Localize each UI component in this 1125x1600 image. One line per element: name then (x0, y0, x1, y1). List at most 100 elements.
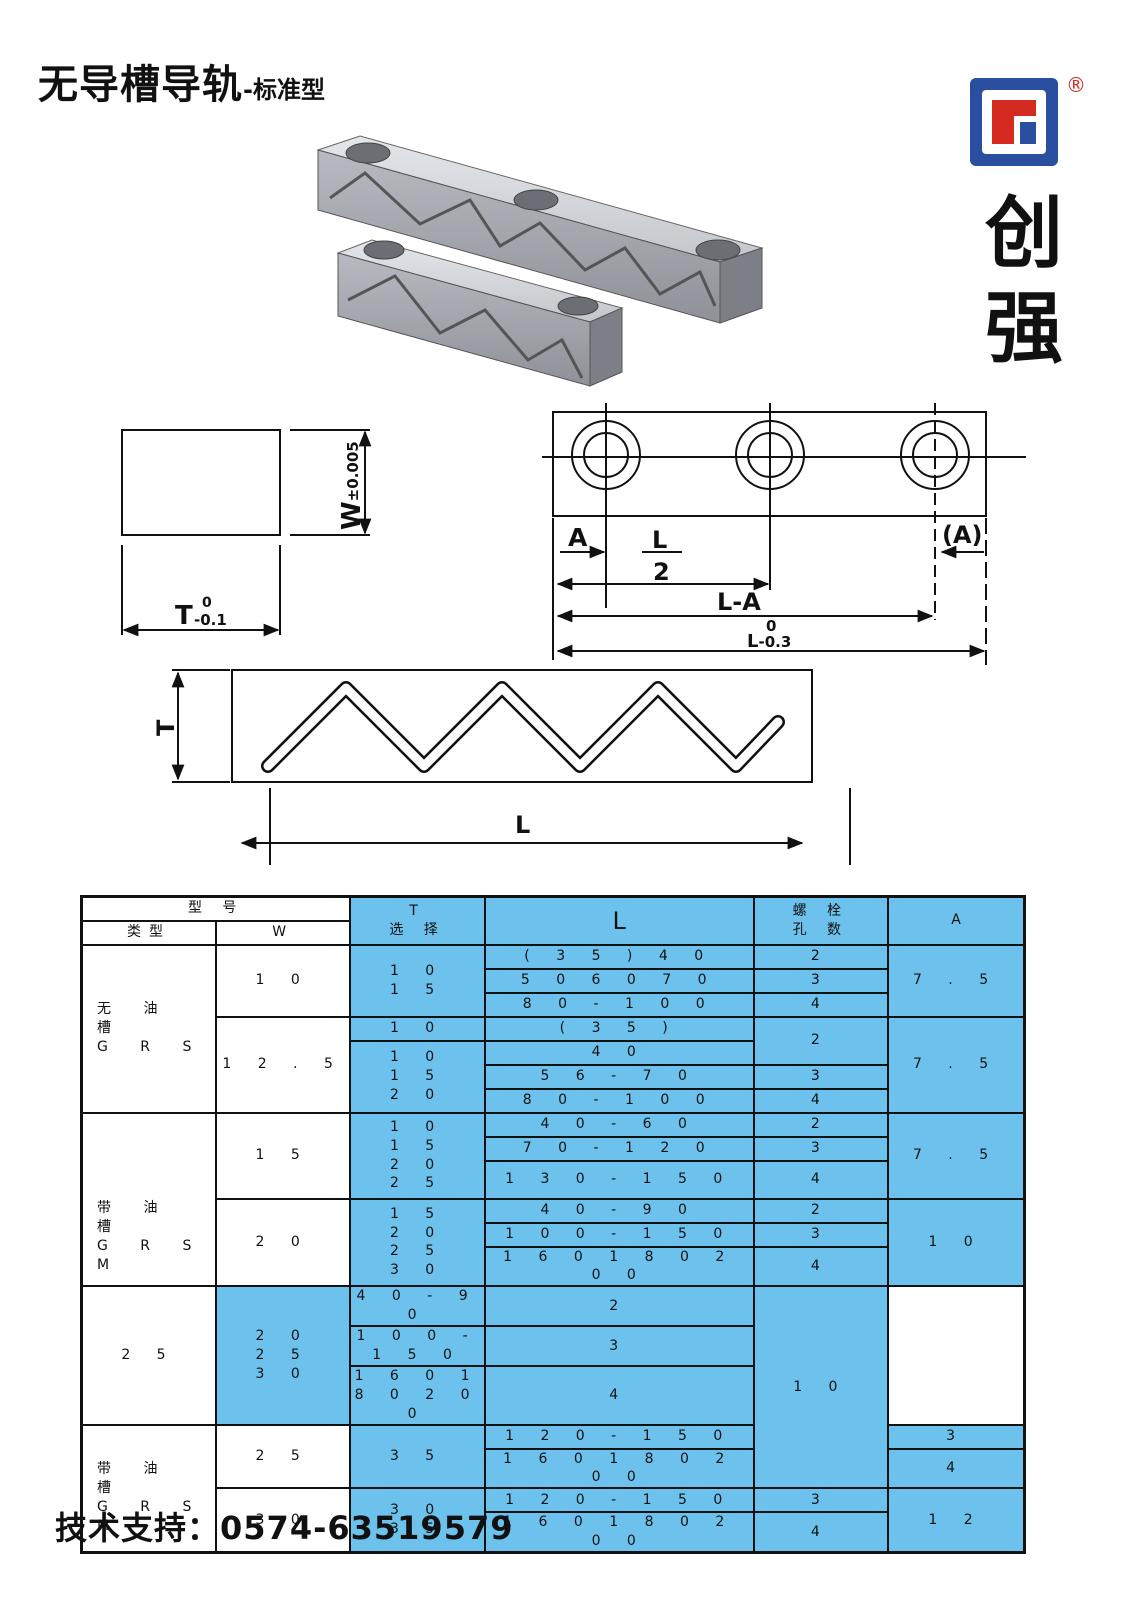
holes-cell: 4 (887, 1447, 1026, 1490)
a-cell: 1 0 (752, 1285, 890, 1490)
side-view (231, 669, 813, 783)
l-cell: 1 2 0 - 1 5 0 (483, 1487, 755, 1514)
holes-cell: 4 (752, 1087, 890, 1114)
bolt-hole-3 (900, 403, 970, 620)
holes-cell: 2 (752, 1015, 890, 1066)
l-cell: 4 0 (483, 1039, 755, 1066)
header-model: 型 号 (80, 895, 352, 922)
w-cell: 1 2 . 5 (214, 1015, 352, 1114)
t-upper-tolerance: 0 (202, 595, 212, 611)
technical-drawing: W±0.005 T 0 -0.1 A L 2 L-A (A) 0 L-0.3 T… (121, 403, 1026, 865)
w-cell: 1 5 (214, 1111, 352, 1200)
holes-cell: 2 (752, 943, 890, 970)
page-title: 无导槽导轨-标准型 (38, 52, 325, 110)
tech-support: 技术支持：0574-63519579 (55, 1503, 513, 1549)
title-sub: -标准型 (243, 76, 325, 104)
brand-logo: ® (970, 73, 1086, 166)
title-main: 无导槽导轨 (38, 62, 243, 108)
half-l-denominator: 2 (653, 558, 670, 586)
l-upper-tolerance: 0 (766, 617, 776, 635)
holes-cell: 3 (887, 1423, 1026, 1450)
l-cell: 7 0 - 1 2 0 (483, 1135, 755, 1162)
l-cell: 1 6 0 1 8 0 2 0 0 (483, 1447, 755, 1490)
side-l-label: L (515, 811, 530, 839)
side-t-label: T (152, 719, 180, 736)
holes-cell: 4 (752, 1511, 890, 1554)
holes-cell: 3 (752, 1221, 890, 1248)
header-type: 类型 (80, 919, 217, 946)
tech-support-phone: 0574-63519579 (220, 1509, 514, 1547)
long-guide-rail (316, 135, 764, 324)
holes-cell: 4 (752, 991, 890, 1018)
l-cell: 8 0 - 1 0 0 (483, 991, 755, 1018)
l-cell: 1 6 0 1 8 0 2 0 0 (483, 1511, 755, 1554)
holes-cell: 3 (752, 1487, 890, 1514)
holes-cell: 4 (752, 1159, 890, 1200)
header-bolt-holes: 螺 栓孔 数 (752, 895, 890, 946)
holes-cell: 3 (483, 1325, 755, 1367)
holes-cell: 2 (752, 1111, 890, 1138)
registered-mark: ® (1066, 73, 1086, 97)
t-lower-tolerance: -0.1 (194, 611, 227, 629)
cross-section (121, 429, 281, 536)
bolt-hole-2 (735, 403, 805, 590)
a-cell: 7 . 5 (887, 943, 1026, 1018)
a-label: A (568, 523, 588, 552)
a-cell: 7 . 5 (887, 1111, 1026, 1200)
t-cell: 1 0 (349, 1015, 486, 1042)
l-cell: 1 6 0 1 8 0 2 0 0 (483, 1245, 755, 1288)
header-l: L (483, 895, 755, 946)
bolt-hole-1 (571, 403, 641, 608)
a-cell: 1 2 (887, 1487, 1026, 1554)
t-label: T (175, 601, 193, 631)
l-cell: 1 0 0 - 1 5 0 (349, 1325, 486, 1367)
l-minus-a-label: L-A (717, 588, 761, 616)
product-image (316, 135, 764, 387)
w-cell: 2 0 (214, 1197, 352, 1288)
l-cell: 5 0 6 0 7 0 (483, 967, 755, 994)
w-label: W±0.005 (337, 441, 367, 530)
half-l-numerator: L (652, 526, 667, 554)
holes-cell: 3 (752, 1063, 890, 1090)
l-cell: 1 0 0 - 1 5 0 (483, 1221, 755, 1248)
w-cell: 3 0 (214, 1487, 352, 1554)
tech-support-label: 技术支持： (55, 1509, 221, 1547)
short-guide-rail (336, 239, 624, 387)
l-cell: 4 0 - 6 0 (483, 1111, 755, 1138)
t-cell: 3 5 (349, 1423, 486, 1490)
l-cell: ( 3 5 ) 4 0 (483, 943, 755, 970)
a-cell: 7 . 5 (887, 1015, 1026, 1114)
holes-cell: 2 (752, 1197, 890, 1224)
l-cell: ( 3 5 ) (483, 1015, 755, 1042)
w-cell: 2 5 (214, 1423, 352, 1490)
brand-char-2: 强 (985, 284, 1064, 374)
holes-cell: 3 (752, 1135, 890, 1162)
holes-cell: 4 (483, 1364, 755, 1426)
a-cell: 1 0 (887, 1197, 1026, 1288)
l-cell: 1 3 0 - 1 5 0 (483, 1159, 755, 1200)
l-cell: 8 0 - 1 0 0 (483, 1087, 755, 1114)
l-cell: 1 2 0 - 1 5 0 (483, 1423, 755, 1450)
l-cell: 4 0 - 9 0 (483, 1197, 755, 1224)
header-a: A (887, 895, 1026, 946)
a-paren-label: (A) (942, 521, 983, 549)
brand-char-1: 创 (985, 189, 1064, 279)
holes-cell: 2 (483, 1285, 755, 1328)
holes-cell: 4 (752, 1245, 890, 1288)
l-cell: 1 6 0 1 8 0 2 0 0 (349, 1364, 486, 1426)
l-label: L-0.3 (747, 631, 791, 652)
l-cell: 5 6 - 7 0 (483, 1063, 755, 1090)
holes-cell: 3 (752, 967, 890, 994)
header-w: W (214, 919, 352, 946)
